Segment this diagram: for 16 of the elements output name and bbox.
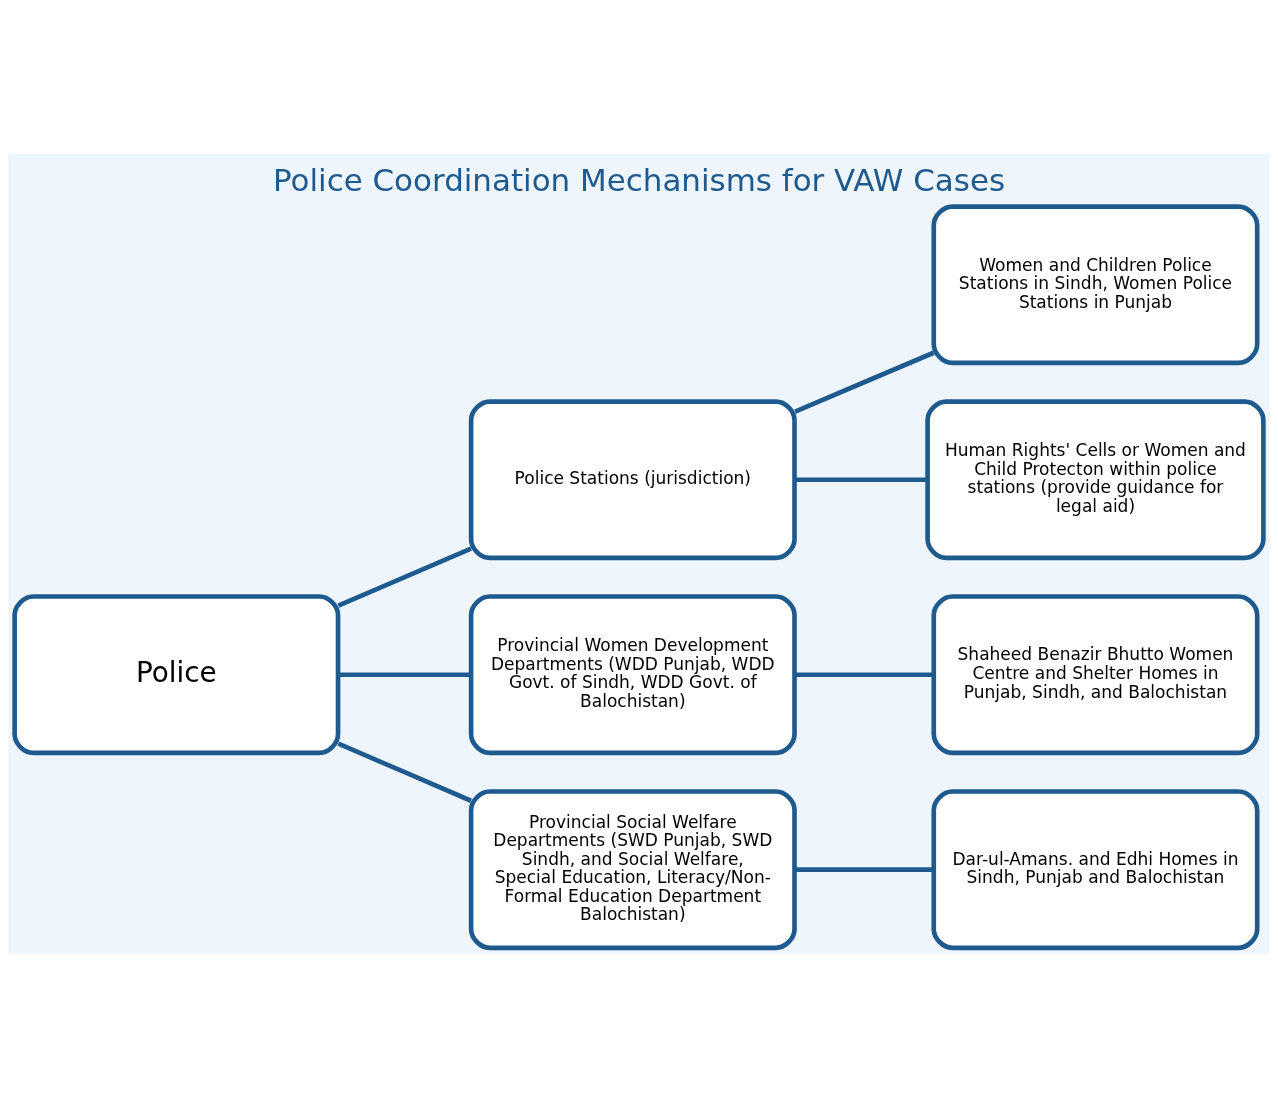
node-box: Women and Children Police Stations in Sindh, Women Police Stations in Punjab [931,204,1260,366]
node-box: Provincial Social Welfare Departments (SWD Punjab, SWD Sindh, and Social Welfare, Special Education, Literacy/Non-Formal Education Department Balochistan) [468,789,797,951]
connector [337,546,472,608]
node-box: Dar-ul-Amans. and Edhi Homes in Sindh, Punjab and Balochistan [931,789,1260,951]
node-box: Human Rights' Cells or Women and Child Protecton within police stations (provide guidance for legal aid) [925,399,1266,561]
connector [795,477,928,483]
diagram-title: Police Coordination Mechanisms for VAW Cases [272,162,1006,199]
connector [337,741,472,803]
connector [795,672,934,678]
node-box: Police Stations (jurisdiction) [468,399,797,561]
connector [795,867,934,872]
node-box: Provincial Women Development Departments (WDD Punjab, WDD Govt. of Sindh, WDD Govt. of Balochistan) [468,594,797,756]
connector [338,672,471,678]
node-box: Police [12,594,341,756]
connector [794,350,935,414]
node-box: Shaheed Benazir Bhutto Women Centre and Shelter Homes in Punjab, Sindh, and Balochistan [931,594,1260,756]
